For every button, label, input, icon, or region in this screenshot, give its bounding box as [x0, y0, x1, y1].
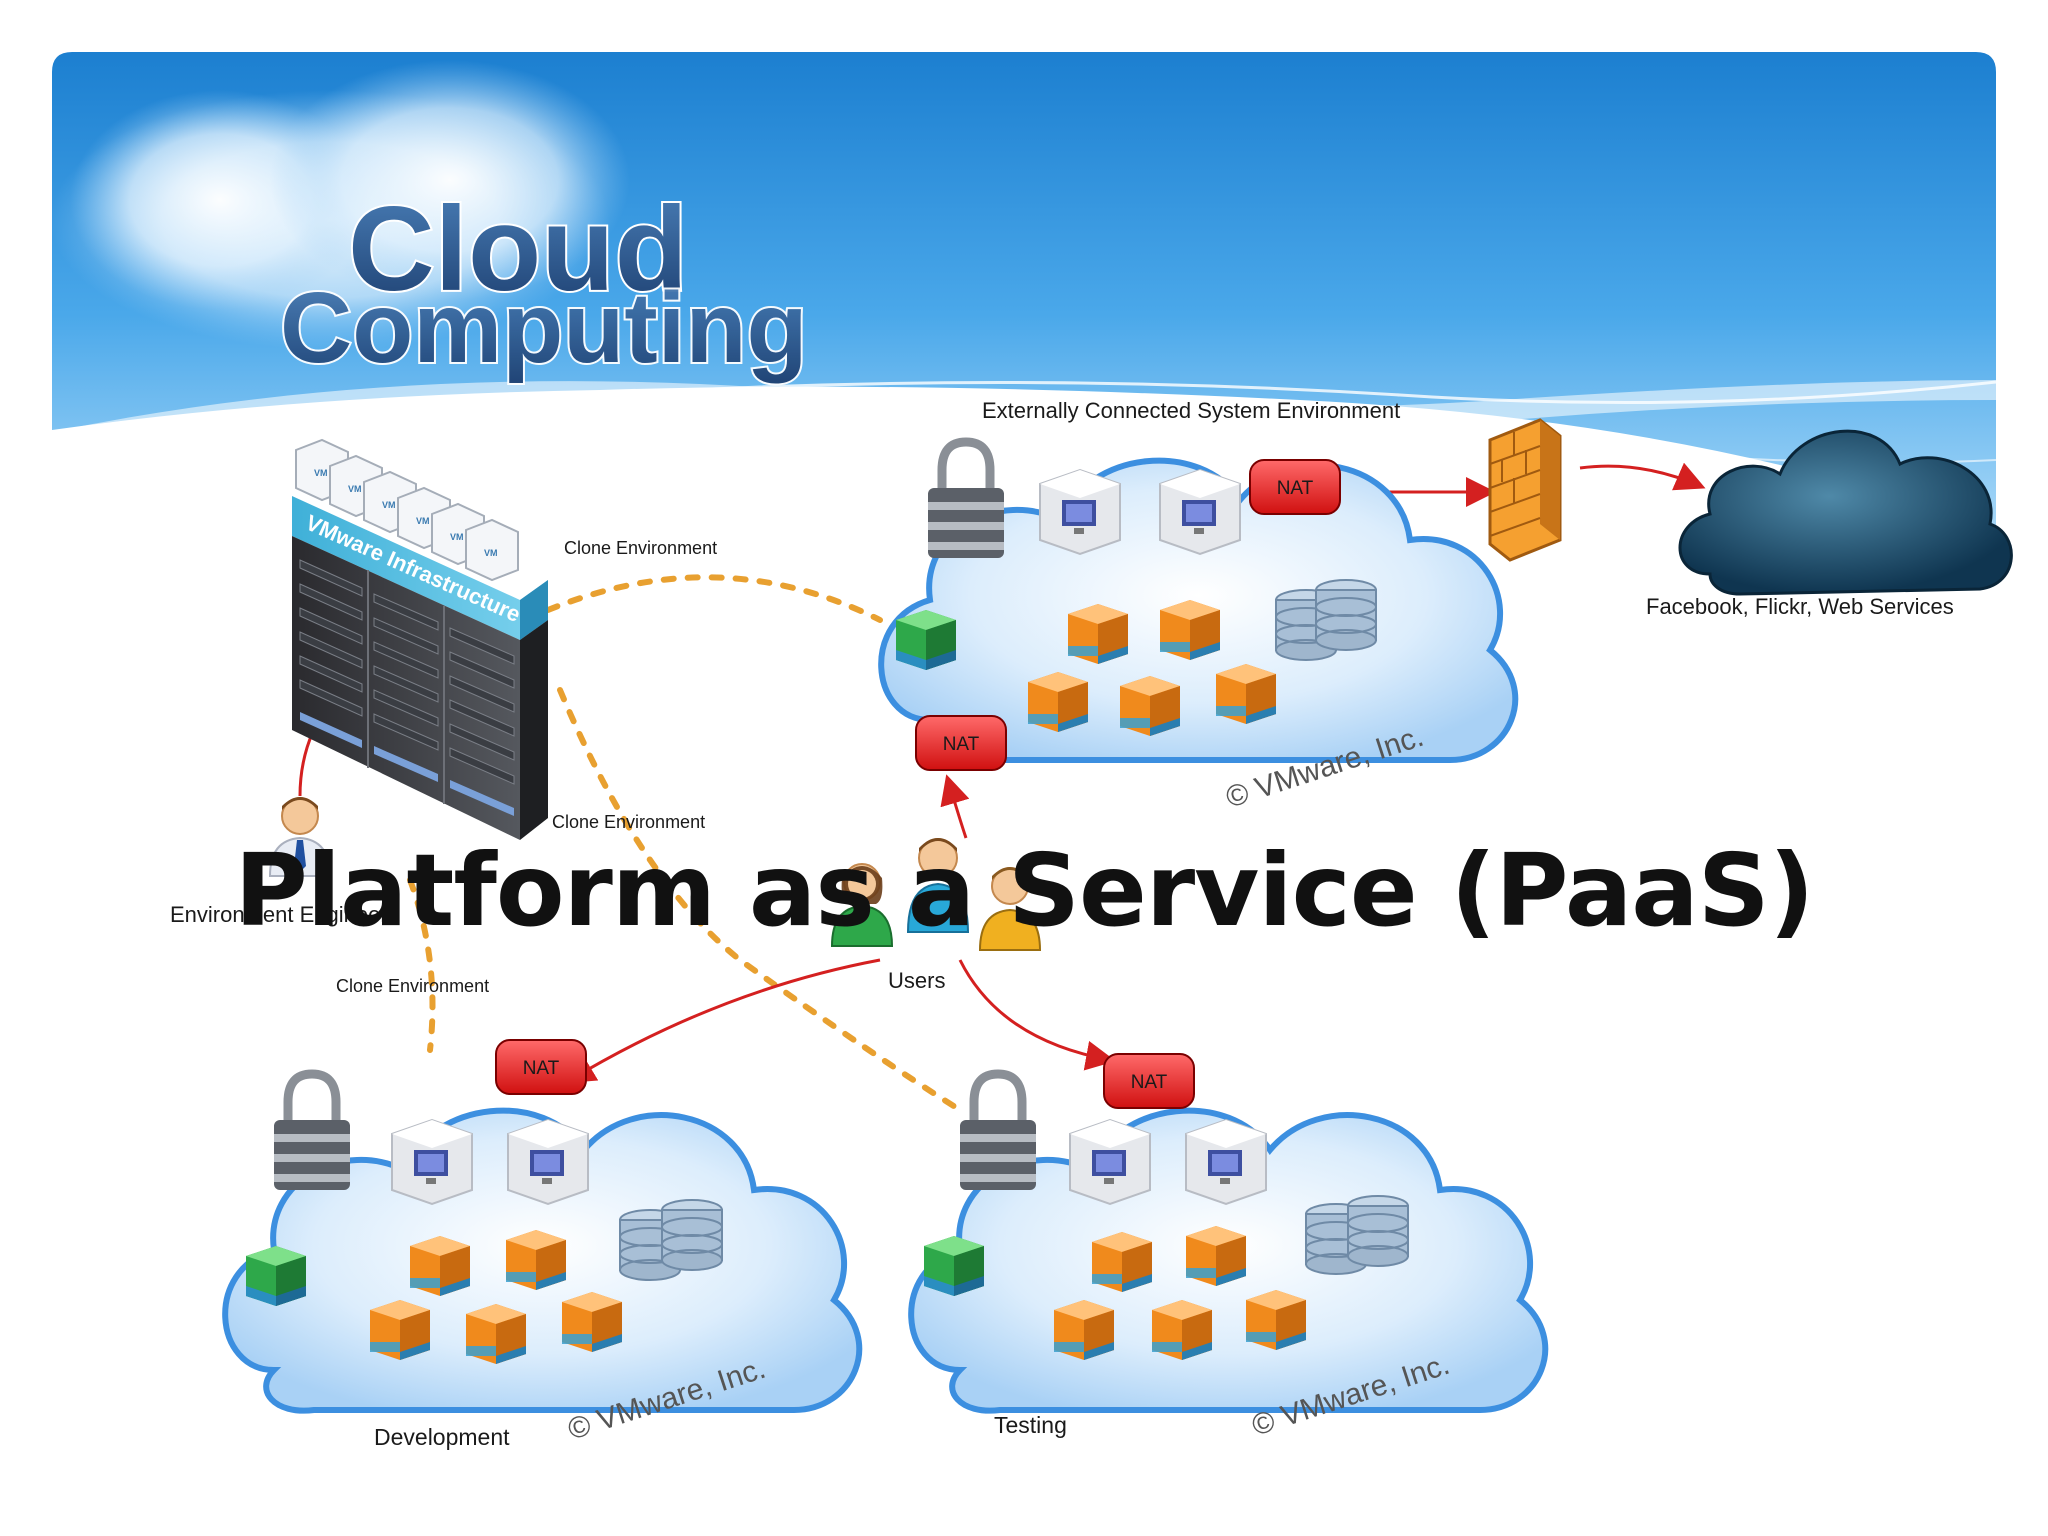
vm-tag: VM: [314, 468, 328, 478]
app-box-icon: [1152, 1300, 1212, 1360]
slide-title: Platform as a Service (PaaS): [234, 832, 1814, 949]
os-box-icon: [896, 610, 956, 670]
vm-tag: VM: [382, 500, 396, 510]
users-group-icon: [830, 838, 1042, 951]
svg-text:NAT: NAT: [1131, 1072, 1168, 1093]
app-box-icon: [506, 1230, 566, 1290]
clone-environment-label-3: Clone Environment: [336, 976, 490, 996]
database-icon: [661, 1199, 723, 1271]
logo-line-1: Cloud: [348, 182, 688, 316]
monitor-box-icon: [1185, 1119, 1267, 1205]
nat-badge-testing: NAT: [1103, 1053, 1195, 1109]
os-box-icon: [924, 1236, 984, 1296]
clone-environment-label-2: Clone Environment: [552, 812, 706, 832]
nat-badge-development: NAT: [495, 1039, 587, 1095]
vmware-infrastructure-server: VM VM VM VM VM VM VMware Infrastructure: [292, 438, 548, 840]
app-box-icon: [1120, 676, 1180, 736]
clone-links: [407, 574, 963, 1113]
vm-tag: VM: [484, 548, 498, 558]
vm-tag: VM: [348, 484, 362, 494]
svg-text:NAT: NAT: [523, 1058, 560, 1079]
monitor-box-icon: [1039, 469, 1121, 555]
header-band: [50, 52, 1997, 530]
external-padlock-icon: [928, 442, 1004, 558]
testing-padlock-icon: [960, 1074, 1036, 1190]
app-box-icon: [1054, 1300, 1114, 1360]
nat-badge-external: NAT: [1249, 459, 1341, 515]
development-padlock-icon: [274, 1074, 350, 1190]
external-environment-label: Externally Connected System Environment: [982, 398, 1401, 423]
app-box-icon: [1246, 1290, 1306, 1350]
app-box-icon: [370, 1300, 430, 1360]
app-box-icon: [410, 1236, 470, 1296]
os-box-icon: [246, 1246, 306, 1306]
external-services-cloud-icon: [1678, 429, 2013, 596]
firewall-icon: [1488, 418, 1562, 562]
environment-engineers-label: Environment Engineers: [170, 902, 399, 927]
users-label: Users: [888, 968, 946, 993]
monitor-box-icon: [507, 1119, 589, 1205]
clone-environment-label-1: Clone Environment: [564, 538, 718, 558]
app-box-icon: [1028, 672, 1088, 732]
monitor-box-icon: [1159, 469, 1241, 555]
nat-badge-users: NAT: [915, 715, 1007, 771]
app-box-icon: [1160, 600, 1220, 660]
database-icon: [1315, 579, 1377, 651]
logo-line-2: Computing: [280, 272, 808, 384]
monitor-box-icon: [391, 1119, 473, 1205]
svg-text:NAT: NAT: [943, 734, 980, 755]
svg-text:NAT: NAT: [1277, 478, 1314, 499]
testing-label: Testing: [994, 1412, 1067, 1438]
database-icon: [1347, 1195, 1409, 1267]
external-services-label: Facebook, Flickr, Web Services: [1646, 594, 1954, 619]
app-box-icon: [1068, 604, 1128, 664]
development-label: Development: [374, 1424, 510, 1450]
app-box-icon: [466, 1304, 526, 1364]
cloud-computing-logo: Cloud Computing: [278, 180, 810, 386]
app-box-icon: [1186, 1226, 1246, 1286]
monitor-box-icon: [1069, 1119, 1151, 1205]
vm-tag: VM: [416, 516, 430, 526]
app-box-icon: [1216, 664, 1276, 724]
app-box-icon: [1092, 1232, 1152, 1292]
vm-tag: VM: [450, 532, 464, 542]
app-box-icon: [562, 1292, 622, 1352]
